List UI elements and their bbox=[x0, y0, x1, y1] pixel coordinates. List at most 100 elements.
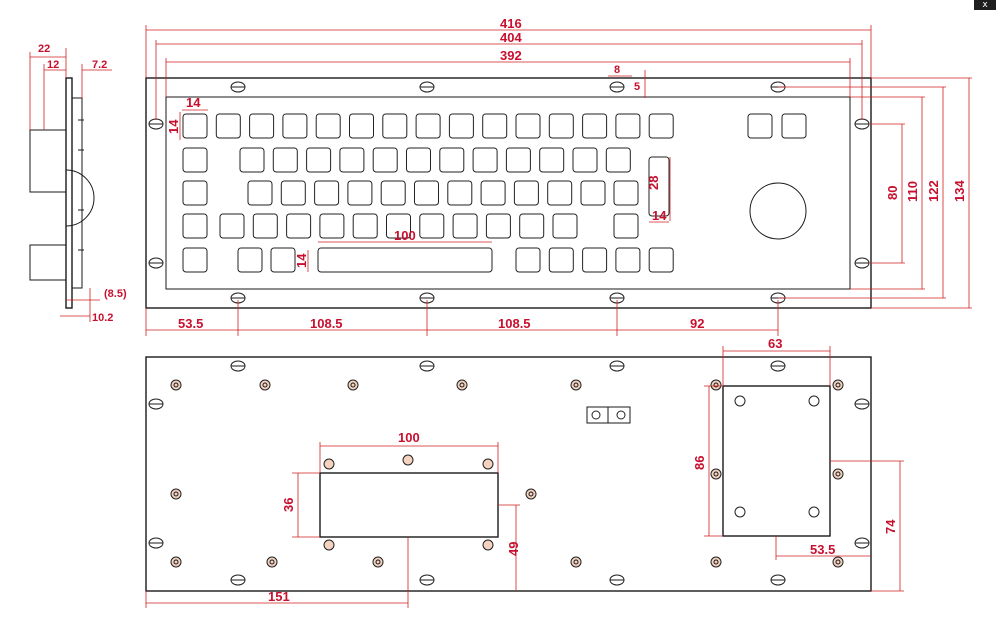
mount-boss-center bbox=[269, 559, 275, 565]
key bbox=[781, 113, 807, 139]
key bbox=[419, 213, 445, 239]
key bbox=[314, 180, 340, 206]
key bbox=[548, 247, 574, 273]
mount-boss bbox=[710, 468, 722, 480]
dim-pcb-offset-y: 49 bbox=[506, 542, 521, 556]
key bbox=[182, 247, 208, 273]
mount-boss-center bbox=[835, 382, 841, 388]
mount-boss bbox=[170, 556, 182, 568]
key bbox=[539, 147, 565, 173]
key bbox=[480, 180, 506, 206]
mount-boss-center bbox=[835, 559, 841, 565]
side-dim-thickness: 10.2 bbox=[92, 312, 113, 324]
key bbox=[447, 180, 473, 206]
pcb-board bbox=[319, 472, 499, 538]
dim-height-110: 110 bbox=[905, 181, 920, 202]
key bbox=[372, 147, 398, 173]
dim-overall-width: 416 bbox=[500, 16, 522, 31]
key bbox=[215, 113, 241, 139]
dim-key-height: 14 bbox=[166, 119, 181, 134]
mount-boss-center bbox=[459, 382, 465, 388]
key bbox=[182, 213, 208, 239]
key bbox=[439, 147, 465, 173]
close-button[interactable]: x bbox=[974, 0, 996, 10]
key bbox=[349, 113, 374, 139]
side-dim-thickness-ref: (8.5) bbox=[104, 288, 127, 300]
key bbox=[239, 147, 265, 173]
key bbox=[515, 113, 541, 139]
key bbox=[352, 213, 378, 239]
trackball bbox=[749, 182, 807, 240]
dim-spacebar-height: 14 bbox=[294, 253, 309, 268]
dim-spacing-4: 92 bbox=[690, 316, 704, 331]
mount-boss bbox=[570, 556, 582, 568]
key bbox=[548, 113, 574, 139]
key bbox=[272, 147, 298, 173]
dim-height-122: 122 bbox=[926, 180, 941, 202]
key bbox=[306, 147, 332, 173]
dim-spacing-2: 108.5 bbox=[310, 316, 343, 331]
key bbox=[252, 213, 278, 239]
side-keycaps-column bbox=[71, 97, 83, 289]
key bbox=[552, 213, 578, 239]
key bbox=[380, 180, 406, 206]
key bbox=[747, 113, 773, 139]
key bbox=[605, 147, 631, 173]
key bbox=[505, 147, 531, 173]
mount-boss bbox=[266, 556, 278, 568]
dim-trackball-height: 86 bbox=[692, 456, 707, 470]
key bbox=[615, 247, 641, 273]
mount-boss bbox=[832, 556, 844, 568]
mount-boss-center bbox=[573, 559, 579, 565]
mount-boss bbox=[372, 556, 384, 568]
key bbox=[648, 113, 674, 139]
mount-boss bbox=[832, 468, 844, 480]
key bbox=[249, 113, 275, 139]
dim-spacebar-length: 100 bbox=[394, 228, 416, 243]
key bbox=[613, 213, 639, 239]
key bbox=[315, 113, 341, 139]
dim-spacing-1: 53.5 bbox=[178, 316, 203, 331]
key bbox=[247, 180, 273, 206]
key bbox=[382, 113, 408, 139]
key bbox=[182, 113, 208, 139]
mount-boss-center bbox=[173, 382, 179, 388]
dim-hole-span: 404 bbox=[500, 30, 522, 45]
key bbox=[406, 147, 431, 173]
side-trackball-arc bbox=[65, 169, 95, 227]
connector-screw-right bbox=[616, 410, 626, 420]
bottom-view: 100 36 49 151 63 86 74 53.5 bbox=[145, 336, 904, 608]
dim-trackball-offset-y: 74 bbox=[883, 519, 898, 534]
mount-boss-center bbox=[573, 382, 579, 388]
mount-boss bbox=[170, 379, 182, 391]
key bbox=[286, 213, 312, 239]
key bbox=[572, 147, 598, 173]
mount-boss bbox=[710, 556, 722, 568]
mount-boss-center bbox=[173, 491, 179, 497]
side-faceplate bbox=[65, 77, 73, 309]
enter-key bbox=[648, 156, 670, 217]
key bbox=[472, 147, 498, 173]
key bbox=[515, 247, 541, 273]
key bbox=[414, 180, 439, 206]
key bbox=[613, 180, 639, 206]
top-view: 416 404 392 8 5 14 14 28 14 100 14 bbox=[145, 16, 972, 336]
key bbox=[219, 213, 245, 239]
key bbox=[615, 113, 641, 139]
mount-boss-center bbox=[375, 559, 381, 565]
dim-height-80: 80 bbox=[885, 186, 900, 200]
mount-boss bbox=[347, 379, 359, 391]
key bbox=[415, 113, 441, 139]
side-view: 22 12 7.2 (8.5) 10.2 bbox=[29, 43, 127, 324]
mount-boss bbox=[570, 379, 582, 391]
connector-screw-left bbox=[591, 410, 601, 420]
dim-trackball-offset-x: 53.5 bbox=[810, 542, 835, 557]
key bbox=[485, 213, 511, 239]
close-icon: x bbox=[982, 0, 988, 10]
key bbox=[519, 213, 545, 239]
top-outer-plate bbox=[145, 77, 872, 309]
dim-pcb-height: 36 bbox=[281, 498, 296, 512]
mount-boss bbox=[456, 379, 468, 391]
key bbox=[347, 180, 373, 206]
spacebar-key bbox=[317, 247, 493, 273]
